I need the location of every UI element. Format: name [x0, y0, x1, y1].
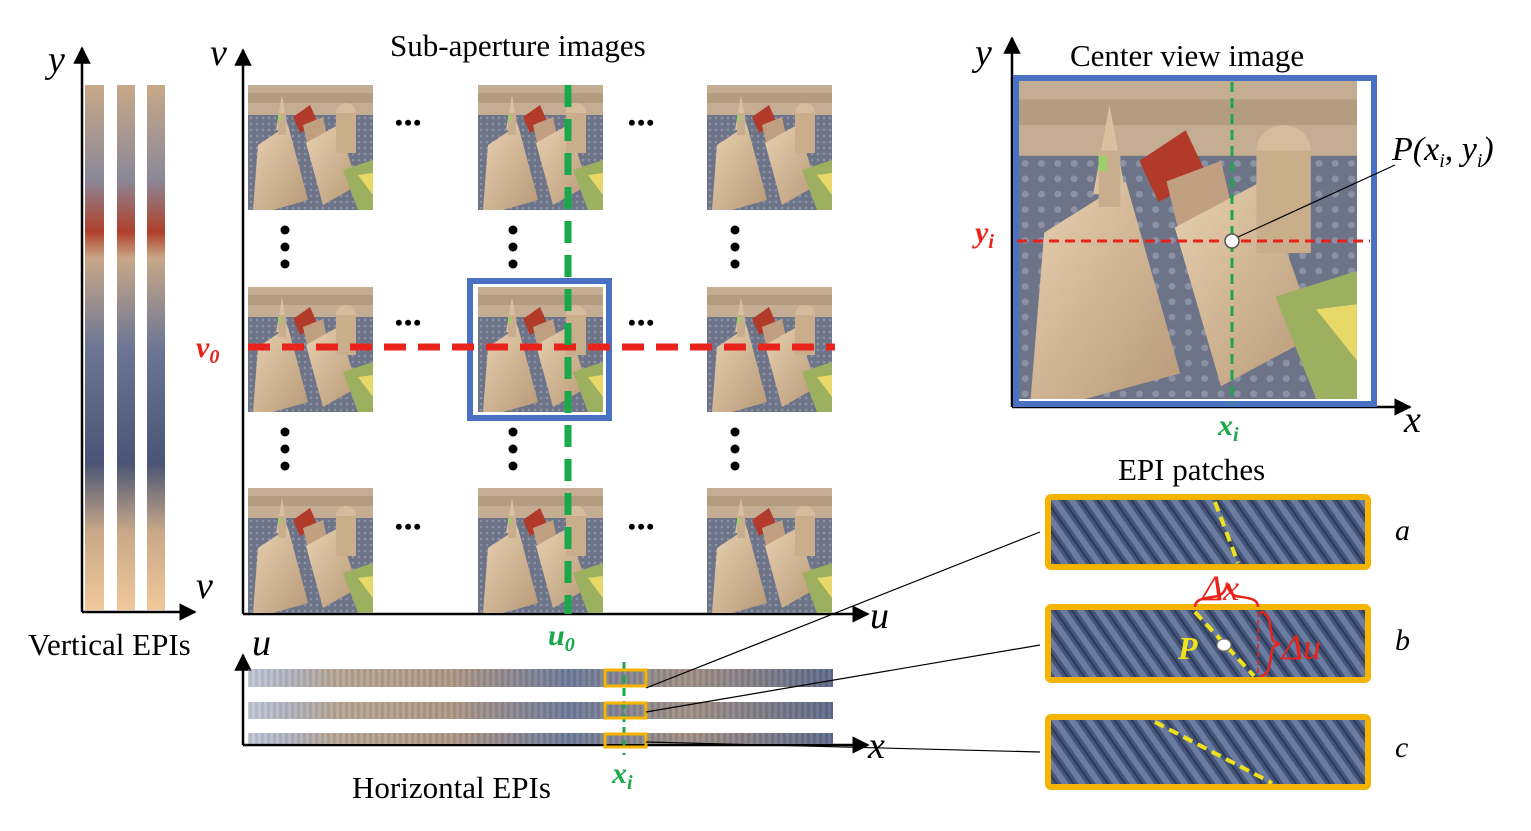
- cv-x-label: x: [1403, 399, 1421, 441]
- v0-label: v0: [196, 331, 219, 368]
- horizontal-epis-title: Horizontal EPIs: [352, 770, 551, 805]
- horizontal-epis: u x xi Horizontal EPIs: [234, 531, 1041, 805]
- epi-patch-b: [1045, 604, 1371, 683]
- patch-a-slope-line: [1213, 501, 1240, 564]
- point-p-leader: [1237, 164, 1396, 238]
- h-ellipsis: • • •: [395, 514, 420, 539]
- h-ellipsis: • • •: [395, 310, 420, 335]
- point-p-label: P(xi, yi): [1391, 131, 1494, 172]
- h-ellipsis: • • •: [628, 310, 653, 335]
- vertical-v-label: v: [196, 565, 213, 607]
- vertical-epis-title: Vertical EPIs: [28, 627, 191, 662]
- patch-a-label: a: [1395, 514, 1410, 547]
- sai-ellipses: • • • • • • • • • • • • • • • • • •: [395, 110, 655, 539]
- sai-v-label: v: [210, 32, 227, 74]
- connector-b: [645, 644, 1041, 713]
- patch-c-slope-line: [1154, 720, 1273, 785]
- sub-aperture-grid: Sub-aperture images v u • • • • • • • • …: [196, 28, 889, 656]
- patch-box-b: [603, 701, 648, 720]
- connector-a: [645, 531, 1041, 689]
- h-ellipsis: • • •: [395, 110, 420, 135]
- v-ellipses: [280, 225, 740, 471]
- sub-aperture-title: Sub-aperture images: [390, 28, 646, 63]
- h-ellipsis: • • •: [628, 110, 653, 135]
- yi-label: yi: [972, 216, 994, 253]
- xi-cv-label: xi: [1217, 409, 1239, 446]
- center-view: Center view image y x P(xi, yi) yi xi: [971, 32, 1494, 446]
- sai-thumb: [478, 85, 603, 210]
- patch-b-p-label: P: [1177, 630, 1198, 666]
- delta-x-label: Δx: [1200, 568, 1239, 608]
- patch-b-point: [1216, 638, 1232, 652]
- u0-label: u0: [548, 619, 575, 656]
- epi-patch-c: [1045, 714, 1371, 790]
- patch-box-c: [603, 732, 648, 749]
- patch-c-label: c: [1395, 731, 1408, 764]
- h-ellipsis: • • •: [628, 514, 653, 539]
- patch-b-slope-line: [1193, 610, 1256, 678]
- sai-thumb: [248, 488, 373, 613]
- epi-patches: EPI patches a Δx Δu P b c: [1045, 452, 1410, 790]
- cv-y-label: y: [971, 32, 992, 74]
- xi-hor-label: xi: [611, 757, 633, 794]
- epi-patches-title: EPI patches: [1118, 452, 1265, 487]
- vertical-y-label: y: [44, 39, 65, 81]
- sai-thumb: [248, 85, 373, 210]
- delta-u-label: Δu: [1280, 627, 1321, 667]
- delta-x-brace: [1193, 581, 1260, 608]
- sai-thumb: [707, 85, 832, 210]
- sai-thumb: [478, 488, 603, 613]
- epi-patch-a: [1045, 494, 1371, 570]
- sai-thumb: [707, 488, 832, 613]
- center-view-photo: [1017, 79, 1357, 399]
- center-view-title: Center view image: [1070, 38, 1304, 73]
- hor-u-label: u: [252, 622, 271, 664]
- patch-box-a: [603, 668, 648, 688]
- vertical-epi-strip-3: [147, 85, 165, 610]
- sai-u-label: u: [870, 595, 889, 637]
- vertical-epis: y v Vertical EPIs: [28, 39, 213, 662]
- center-view-frame: [1013, 75, 1377, 407]
- patch-b-label: b: [1395, 624, 1410, 657]
- hor-x-label: x: [867, 725, 885, 767]
- connector-c: [645, 741, 1041, 753]
- vertical-epi-strip-2: [117, 85, 135, 610]
- delta-u-brace: [1259, 610, 1281, 678]
- point-p: [1224, 233, 1240, 249]
- vertical-epi-strip-1: [85, 85, 104, 610]
